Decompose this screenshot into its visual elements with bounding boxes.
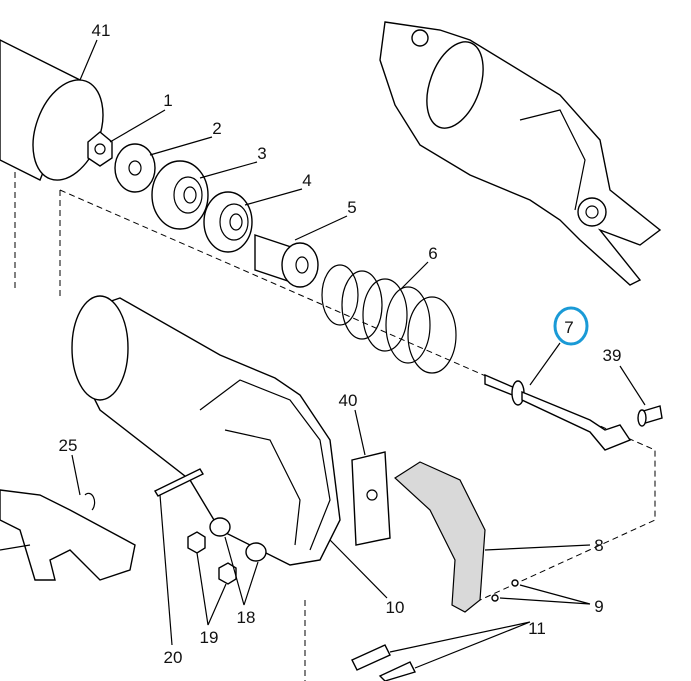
label-3: 3 (257, 144, 266, 163)
label-41: 41 (92, 21, 111, 40)
assembly-guide-lines (0, 149, 656, 681)
label-20: 20 (164, 648, 183, 667)
part-4-bearing (203, 191, 253, 253)
pruner-assembled-view (379, 21, 662, 286)
part-7-shaft (484, 373, 632, 451)
label-1: 1 (163, 91, 172, 110)
part-20-pin (154, 468, 204, 497)
label-8: 8 (594, 536, 603, 555)
part-11-bolts (351, 644, 416, 681)
part-8-cover (394, 461, 486, 613)
label-9: 9 (594, 597, 603, 616)
part-6-spring (321, 264, 457, 374)
label-4: 4 (302, 171, 311, 190)
part-2-washer (114, 143, 156, 193)
highlight-circle-part-7 (553, 306, 589, 346)
part-5-spacer (254, 234, 319, 288)
part-18-spacers (209, 517, 267, 562)
part-9-screws (491, 579, 519, 602)
label-40: 40 (339, 391, 358, 410)
label-5: 5 (347, 198, 356, 217)
label-6: 6 (428, 244, 437, 263)
part-40-plate (351, 451, 391, 546)
label-39: 39 (603, 346, 622, 365)
label-19: 19 (200, 628, 219, 647)
part-41-tube (0, 39, 104, 181)
main-housing (71, 295, 341, 566)
leader-lines (71, 39, 646, 669)
part-25-trigger (0, 489, 136, 581)
label-2: 2 (212, 119, 221, 138)
part-19-nuts (187, 531, 237, 585)
part-1-nut (87, 131, 113, 167)
label-25: 25 (59, 436, 78, 455)
label-11: 11 (528, 619, 546, 638)
label-10: 10 (386, 598, 405, 617)
label-7: 7 (564, 318, 573, 337)
label-18: 18 (237, 608, 256, 627)
part-3-bushing (151, 160, 209, 230)
part-39-pin (637, 405, 663, 427)
